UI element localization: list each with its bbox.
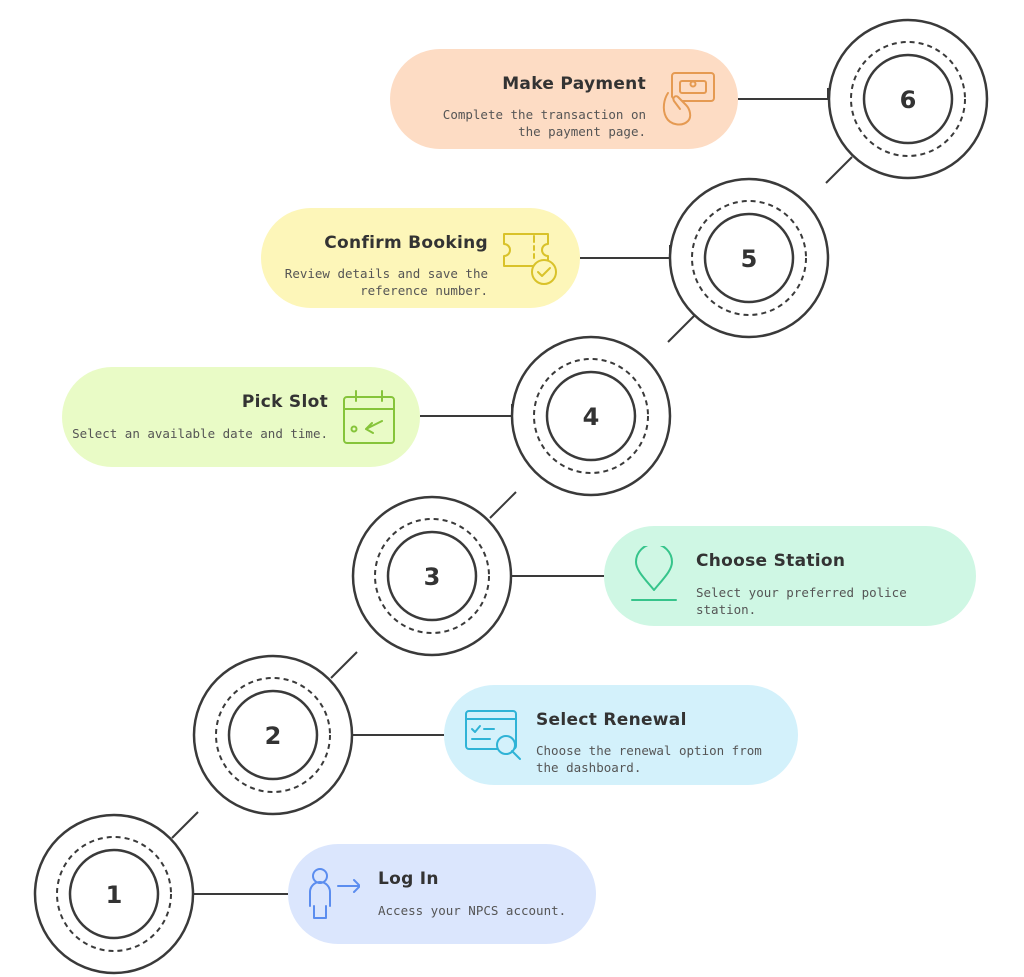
step-number-4: 4: [583, 403, 600, 431]
step-card-6: Make Payment Complete the transaction on…: [390, 49, 738, 149]
step-card-2: Select Renewal Choose the renewal option…: [444, 685, 798, 785]
step-card-4: Pick Slot Select an available date and t…: [62, 367, 420, 467]
step-description-6: Complete the transaction on the payment …: [442, 107, 646, 139]
step-title-6: Make Payment: [502, 74, 646, 94]
step-card-5: Confirm Booking Review details and save …: [261, 208, 580, 308]
card-connector-6: [738, 88, 829, 100]
step-title-2: Select Renewal: [536, 710, 687, 730]
step-title-5: Confirm Booking: [324, 233, 488, 253]
step-card-3: Choose Station Select your preferred pol…: [604, 526, 976, 626]
step-title-1: Log In: [378, 869, 439, 889]
step-description-3: Select your preferred police station.: [696, 585, 907, 617]
connector-3-4: [489, 491, 517, 519]
step-number-1: 1: [106, 881, 123, 909]
step-number-2: 2: [265, 722, 282, 750]
connector-4-5: [667, 315, 695, 343]
step-circles: 1 2 3 4 5 6: [33, 18, 989, 975]
step-title-4: Pick Slot: [241, 392, 328, 412]
step-title-3: Choose Station: [696, 551, 846, 571]
location-pin-icon: [631, 546, 677, 601]
connector-1-2: [171, 811, 199, 839]
step-number-6: 6: [900, 86, 917, 114]
step-circle-6: 6: [827, 18, 989, 180]
step-description-2: Choose the renewal option from the dashb…: [536, 743, 762, 775]
step-description-5: Review details and save the reference nu…: [284, 266, 488, 298]
ticket-check-icon: [503, 233, 557, 285]
browser-search-icon: [465, 710, 521, 760]
step-circle-3: 3: [351, 495, 513, 657]
step-circle-5: 5: [668, 177, 830, 339]
step-circle-4: 4: [510, 335, 672, 497]
step-number-5: 5: [741, 245, 758, 273]
connector-2-3: [330, 651, 358, 679]
step-number-3: 3: [424, 563, 441, 591]
connector-lines: [171, 156, 853, 839]
step-card-1: Log In Access your NPCS account.: [288, 844, 596, 944]
calendar-icon: [343, 390, 395, 444]
connector-5-6: [825, 156, 853, 184]
step-description-4: Select an available date and time.: [72, 426, 328, 441]
hand-card-icon: [662, 72, 715, 126]
step-circle-1: 1: [33, 813, 195, 975]
card-connector-4: [420, 404, 513, 417]
user-arrow-icon: [309, 868, 360, 919]
step-description-1: Access your NPCS account.: [378, 903, 567, 918]
step-circle-2: 2: [192, 654, 354, 816]
card-connector-5: [580, 245, 671, 259]
